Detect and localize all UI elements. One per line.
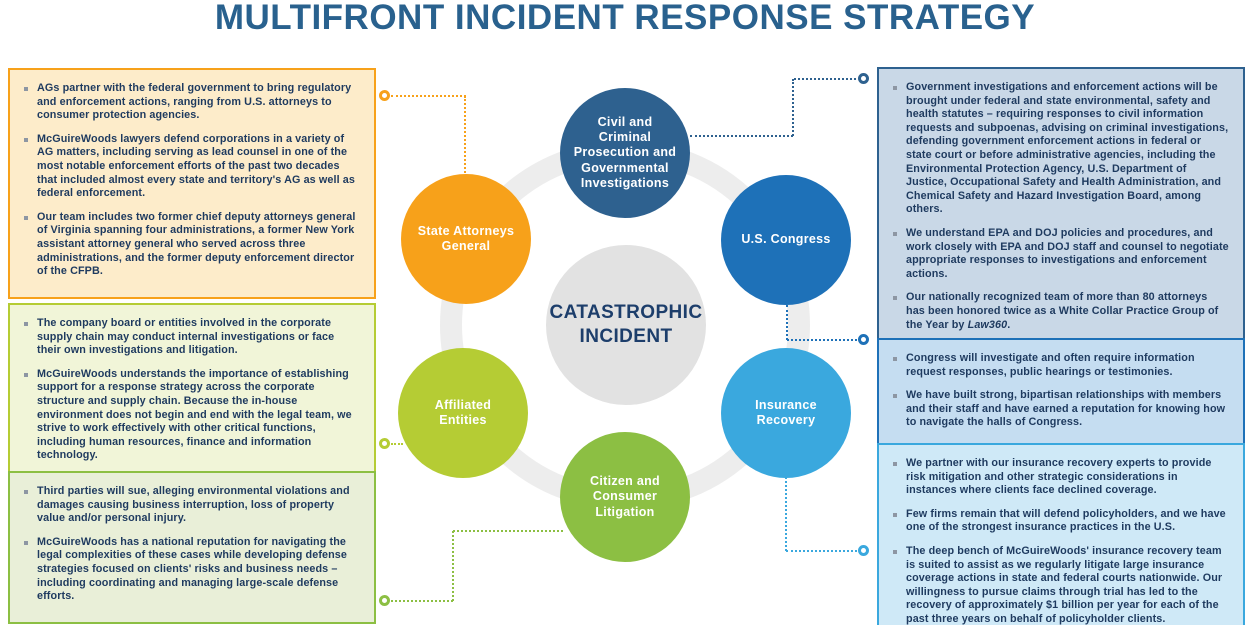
connector-line (690, 135, 793, 137)
page-title: MULTIFRONT INCIDENT RESPONSE STRATEGY (214, 0, 1036, 37)
node-label-line: U.S. Congress (741, 232, 831, 247)
bullet-text: The deep bench of McGuireWoods' insuranc… (906, 544, 1223, 625)
box-insurance-recovery: We partner with our insurance recovery e… (877, 443, 1245, 625)
bullet-square-icon (893, 357, 897, 361)
bullet-text: We partner with our insurance recovery e… (906, 457, 1212, 497)
bullet-item: We have built strong, bipartisan relatio… (893, 389, 1229, 430)
connector-line (792, 79, 794, 136)
law360-italic: Law360 (967, 318, 1008, 331)
bullet-square-icon (893, 86, 897, 90)
bullet-item: Our team includes two former chief deput… (24, 211, 360, 279)
bullet-item: Our nationally recognized team of more t… (893, 291, 1229, 332)
box-affiliated-entities: The company board or entities involved i… (8, 303, 376, 483)
bullet-item: AGs partner with the federal government … (24, 82, 360, 123)
bullet-item: McGuireWoods has a national reputation f… (24, 536, 360, 604)
bullet-text: The company board or entities involved i… (37, 317, 335, 357)
connector-line (786, 305, 788, 340)
connector-line (452, 531, 454, 601)
bullet-item: The company board or entities involved i… (24, 317, 360, 358)
center-label-line: INCIDENT (579, 326, 673, 347)
bullet-square-icon (24, 87, 28, 91)
box-civil-governmental-investigations: Government investigations and enforcemen… (877, 67, 1245, 353)
bullet-square-icon (893, 296, 897, 301)
connector-line (785, 477, 787, 551)
bullet-square-icon (24, 540, 28, 545)
box-state-attorneys-general: AGs partner with the federal government … (8, 68, 376, 299)
connector-endpoint-citizen (379, 595, 390, 606)
bullet-square-icon (893, 394, 897, 399)
bullet-item: We understand EPA and DOJ policies and p… (893, 227, 1229, 281)
bullet-text: McGuireWoods understands the importance … (37, 367, 352, 462)
bullet-text: Our nationally recognized team of more t… (906, 291, 1229, 332)
node-label-line: Prosecution and (573, 145, 677, 160)
node-label-line: Citizen and (590, 474, 660, 489)
bullet-text: AGs partner with the federal government … (37, 82, 352, 122)
node-label-line: Affiliated (434, 397, 492, 412)
connector-line (391, 600, 453, 602)
bullet-square-icon (24, 137, 28, 142)
bullet-item: Congress will investigate and often requ… (893, 352, 1229, 379)
node-label-line: Litigation (595, 504, 655, 519)
bullet-text: McGuireWoods lawyers defend corporations… (37, 132, 355, 200)
bullet-square-icon (24, 215, 28, 220)
bullet-text-prefix: Our nationally recognized team of more t… (906, 291, 1219, 331)
connector-line (391, 443, 403, 445)
bullet-text: Congress will investigate and often requ… (906, 352, 1195, 378)
node-label-line: Governmental (581, 160, 669, 175)
node-insurance-recovery: Insurance Recovery (721, 348, 851, 478)
bullet-text: Third parties will sue, alleging environ… (37, 485, 350, 525)
bullet-text: Government investigations and enforcemen… (906, 81, 1229, 216)
node-civil-criminal-prosecution: Civil and Criminal Prosecution and Gover… (560, 88, 690, 218)
bullet-text: Our team includes two former chief deput… (37, 210, 356, 278)
bullet-square-icon (893, 512, 897, 517)
bullet-square-icon (893, 549, 897, 554)
bullet-square-icon (893, 231, 897, 236)
bullet-item: The deep bench of McGuireWoods' insuranc… (893, 545, 1229, 625)
node-citizen-consumer-litigation: Citizen and Consumer Litigation (560, 432, 690, 562)
node-label-line: Recovery (756, 413, 816, 427)
node-label-line: Insurance (755, 397, 817, 412)
bullet-item: McGuireWoods lawyers defend corporations… (24, 133, 360, 201)
connector-line (786, 550, 857, 552)
connector-endpoint-civil (858, 73, 869, 84)
bullet-item: Third parties will sue, alleging environ… (24, 485, 360, 526)
node-label-line: Consumer (592, 489, 658, 504)
connector-endpoint-affiliated (379, 438, 390, 449)
connector-endpoint-insurance (858, 545, 869, 556)
connector-line (794, 78, 856, 80)
box-us-congress: Congress will investigate and often requ… (877, 338, 1245, 450)
box-citizen-consumer-litigation: Third parties will sue, alleging environ… (8, 471, 376, 624)
connector-line (787, 339, 857, 341)
node-label-line: General (441, 239, 491, 253)
connector-line (453, 530, 563, 532)
bullet-item: Few firms remain that will defend policy… (893, 508, 1229, 535)
connector-endpoint-congress (858, 334, 869, 345)
node-label-line: Criminal (598, 130, 652, 145)
center-label-line: CATASTROPHIC (549, 302, 703, 323)
bullet-square-icon (893, 462, 897, 466)
node-label-line: Investigations (580, 175, 670, 190)
node-catastrophic-incident: CATASTROPHIC INCIDENT (546, 245, 706, 405)
bullet-square-icon (24, 322, 28, 326)
connector-line (391, 95, 466, 97)
node-us-congress: U.S. Congress (721, 175, 851, 305)
bullet-square-icon (24, 372, 28, 377)
bullet-item: McGuireWoods understands the importance … (24, 368, 360, 463)
connector-line (464, 96, 466, 173)
bullet-text: Few firms remain that will defend policy… (906, 507, 1226, 534)
node-affiliated-entities: Affiliated Entities (398, 348, 528, 478)
bullet-text-suffix: . (1007, 318, 1011, 331)
bullet-square-icon (24, 490, 28, 494)
node-label-line: State Attorneys (417, 223, 515, 238)
connector-endpoint-state-ags (379, 90, 390, 101)
bullet-item: Government investigations and enforcemen… (893, 81, 1229, 217)
bullet-text: McGuireWoods has a national reputation f… (37, 535, 348, 603)
bullet-item: We partner with our insurance recovery e… (893, 457, 1229, 498)
bullet-text: We understand EPA and DOJ policies and p… (906, 226, 1229, 280)
node-label-line: Civil and (597, 114, 653, 129)
bullet-text: We have built strong, bipartisan relatio… (906, 389, 1226, 429)
node-state-attorneys-general: State Attorneys General (401, 174, 531, 304)
node-label-line: Entities (439, 413, 487, 427)
